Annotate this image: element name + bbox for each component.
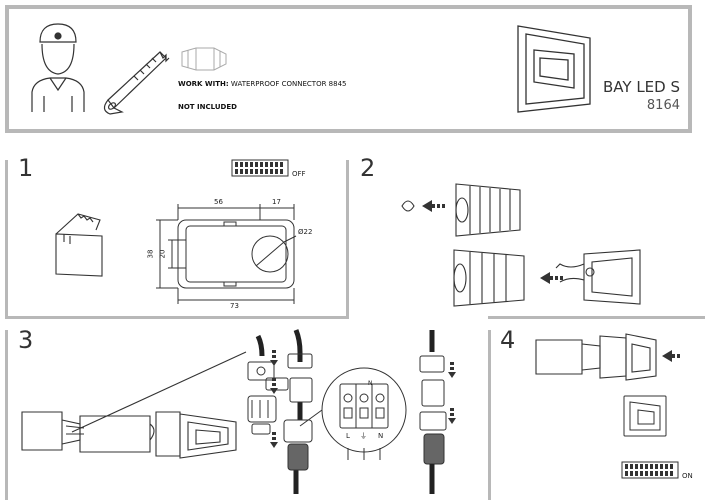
terminal-block-detail	[299, 367, 407, 460]
step3-cable-right	[293, 352, 303, 494]
product-code: 8164	[646, 98, 680, 113]
divider-h-step2	[5, 316, 349, 319]
dim-width-right: 17	[272, 198, 281, 206]
dim-width-bottom: 73	[230, 302, 239, 310]
cutout-dimension-drawing	[156, 204, 297, 304]
terminal-n-label: N	[378, 432, 384, 440]
divider-v-step4	[488, 330, 491, 500]
step3-right-connector	[419, 330, 447, 494]
dim-height-outer: 38	[146, 249, 155, 259]
step4-number: 4	[500, 326, 516, 354]
terminal-top-n-label: N	[368, 380, 373, 387]
waterproof-connector-icon	[181, 47, 227, 71]
step3-cable-left	[255, 329, 303, 357]
dim-diameter: Ø22	[298, 228, 313, 236]
not-included-text: NOT INCLUDED	[178, 103, 237, 111]
step4-installed-fixture	[623, 395, 667, 437]
arrow-left-icon-2	[540, 272, 563, 284]
step3-connector-parts-mid	[283, 353, 313, 471]
terminal-ground-label: ⏚	[360, 432, 367, 440]
arrow-left-icon	[422, 200, 445, 212]
dip-switch-off-icon	[231, 159, 289, 177]
divider-v-step3	[5, 330, 8, 500]
divider-v-step1	[5, 160, 8, 316]
bay-led-product-icon	[517, 25, 591, 113]
divider-v-step2	[346, 160, 349, 316]
step3-number: 3	[18, 326, 34, 354]
switch-off-label: OFF	[292, 170, 306, 178]
divider-h-step4	[488, 316, 705, 319]
step3-fixture-assembly	[21, 351, 247, 459]
step4-fixture-insert	[535, 333, 657, 381]
arrow-left-icon-3	[662, 350, 680, 362]
header-panel	[5, 5, 692, 133]
step2-number: 2	[360, 154, 376, 182]
worker-icon	[31, 23, 85, 112]
saw-icon	[103, 51, 170, 115]
dim-height-inner: 20	[158, 249, 167, 259]
step1-cutting-icon	[55, 213, 103, 277]
arrow-down-icons	[270, 350, 456, 448]
work-with-value: WATERPROOF CONNECTOR 8845	[228, 80, 347, 88]
step1-number: 1	[18, 154, 34, 182]
dim-width-top: 56	[214, 198, 223, 206]
work-with-label: WORK WITH:	[178, 80, 229, 88]
terminal-l-label: L	[346, 432, 350, 440]
product-name: BAY LED S	[603, 78, 680, 96]
work-with-text: WORK WITH: WATERPROOF CONNECTOR 8845	[178, 80, 346, 88]
step3-connector-parts-left	[247, 361, 289, 435]
step2-bottom-fixture	[453, 249, 641, 307]
dip-switch-on-icon	[621, 461, 679, 479]
step2-top-fixture	[401, 183, 521, 237]
switch-on-label: ON	[682, 472, 693, 480]
